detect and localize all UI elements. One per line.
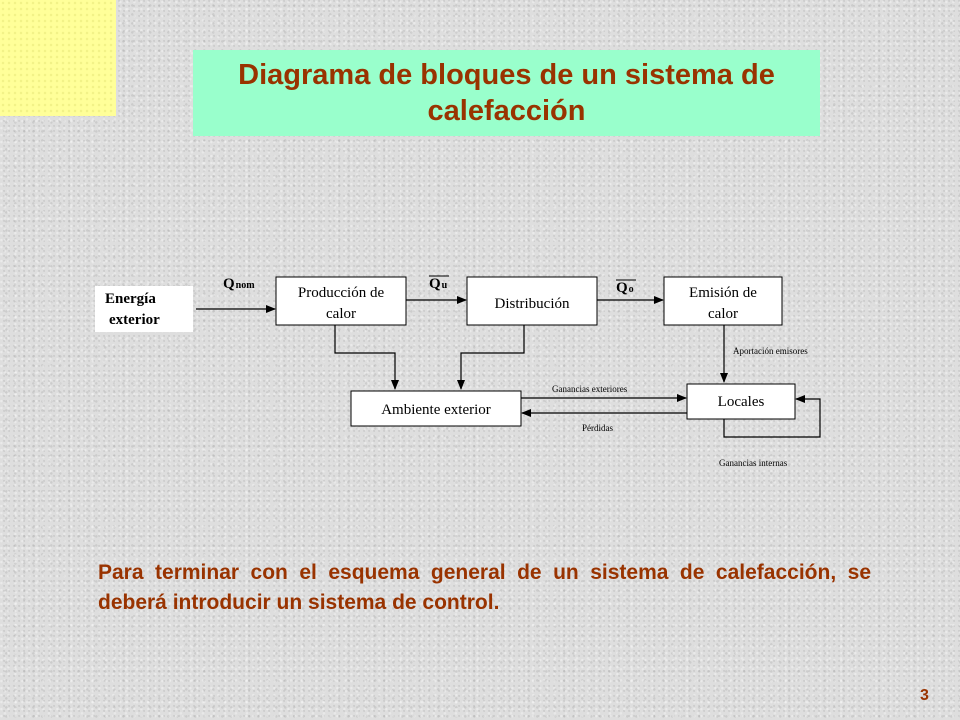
- q-u-label: Qu: [429, 276, 448, 292]
- block-distribucion-label: Distribución: [495, 296, 570, 312]
- block-produccion: [275, 276, 407, 326]
- energy-input-box: Energía exterior: [95, 286, 193, 332]
- q-o-label: Qo: [616, 280, 634, 296]
- block-emision-label-2: calor: [708, 306, 738, 322]
- q-nom-label: Qnom: [223, 276, 255, 292]
- energy-label-line2: exterior: [109, 312, 160, 328]
- connector-distribucion-ambiente: [457, 325, 525, 390]
- block-distribucion: [466, 276, 598, 326]
- corner-decoration: [0, 0, 116, 116]
- page-number: 3: [920, 687, 929, 704]
- title-banner: Diagrama de bloques de un sistema de cal…: [193, 50, 820, 136]
- label-perdidas: Pérdidas: [582, 423, 613, 433]
- label-aportacion: Aportación emisores: [733, 346, 808, 356]
- block-emision-label-1: Emisión de: [689, 285, 757, 301]
- energy-label-line1: Energía: [105, 291, 156, 307]
- body-paragraph: Para terminar con el esquema general de …: [98, 561, 871, 614]
- block-emision: [663, 276, 783, 326]
- slide-title: Diagrama de bloques de un sistema de cal…: [238, 59, 775, 127]
- block-locales: [686, 383, 796, 420]
- block-produccion-label-1: Producción de: [298, 285, 385, 301]
- block-produccion-label-2: calor: [326, 306, 356, 322]
- label-ganancias-exteriores: Ganancias exteriores: [552, 384, 628, 394]
- block-ambiente-label: Ambiente exterior: [381, 402, 491, 418]
- connector-ganancias-internas: [723, 395, 821, 438]
- label-ganancias-internas: Ganancias internas: [719, 458, 788, 468]
- connector-produccion-ambiente: [334, 325, 399, 390]
- block-ambiente: [350, 390, 522, 427]
- block-locales-label: Locales: [718, 394, 765, 410]
